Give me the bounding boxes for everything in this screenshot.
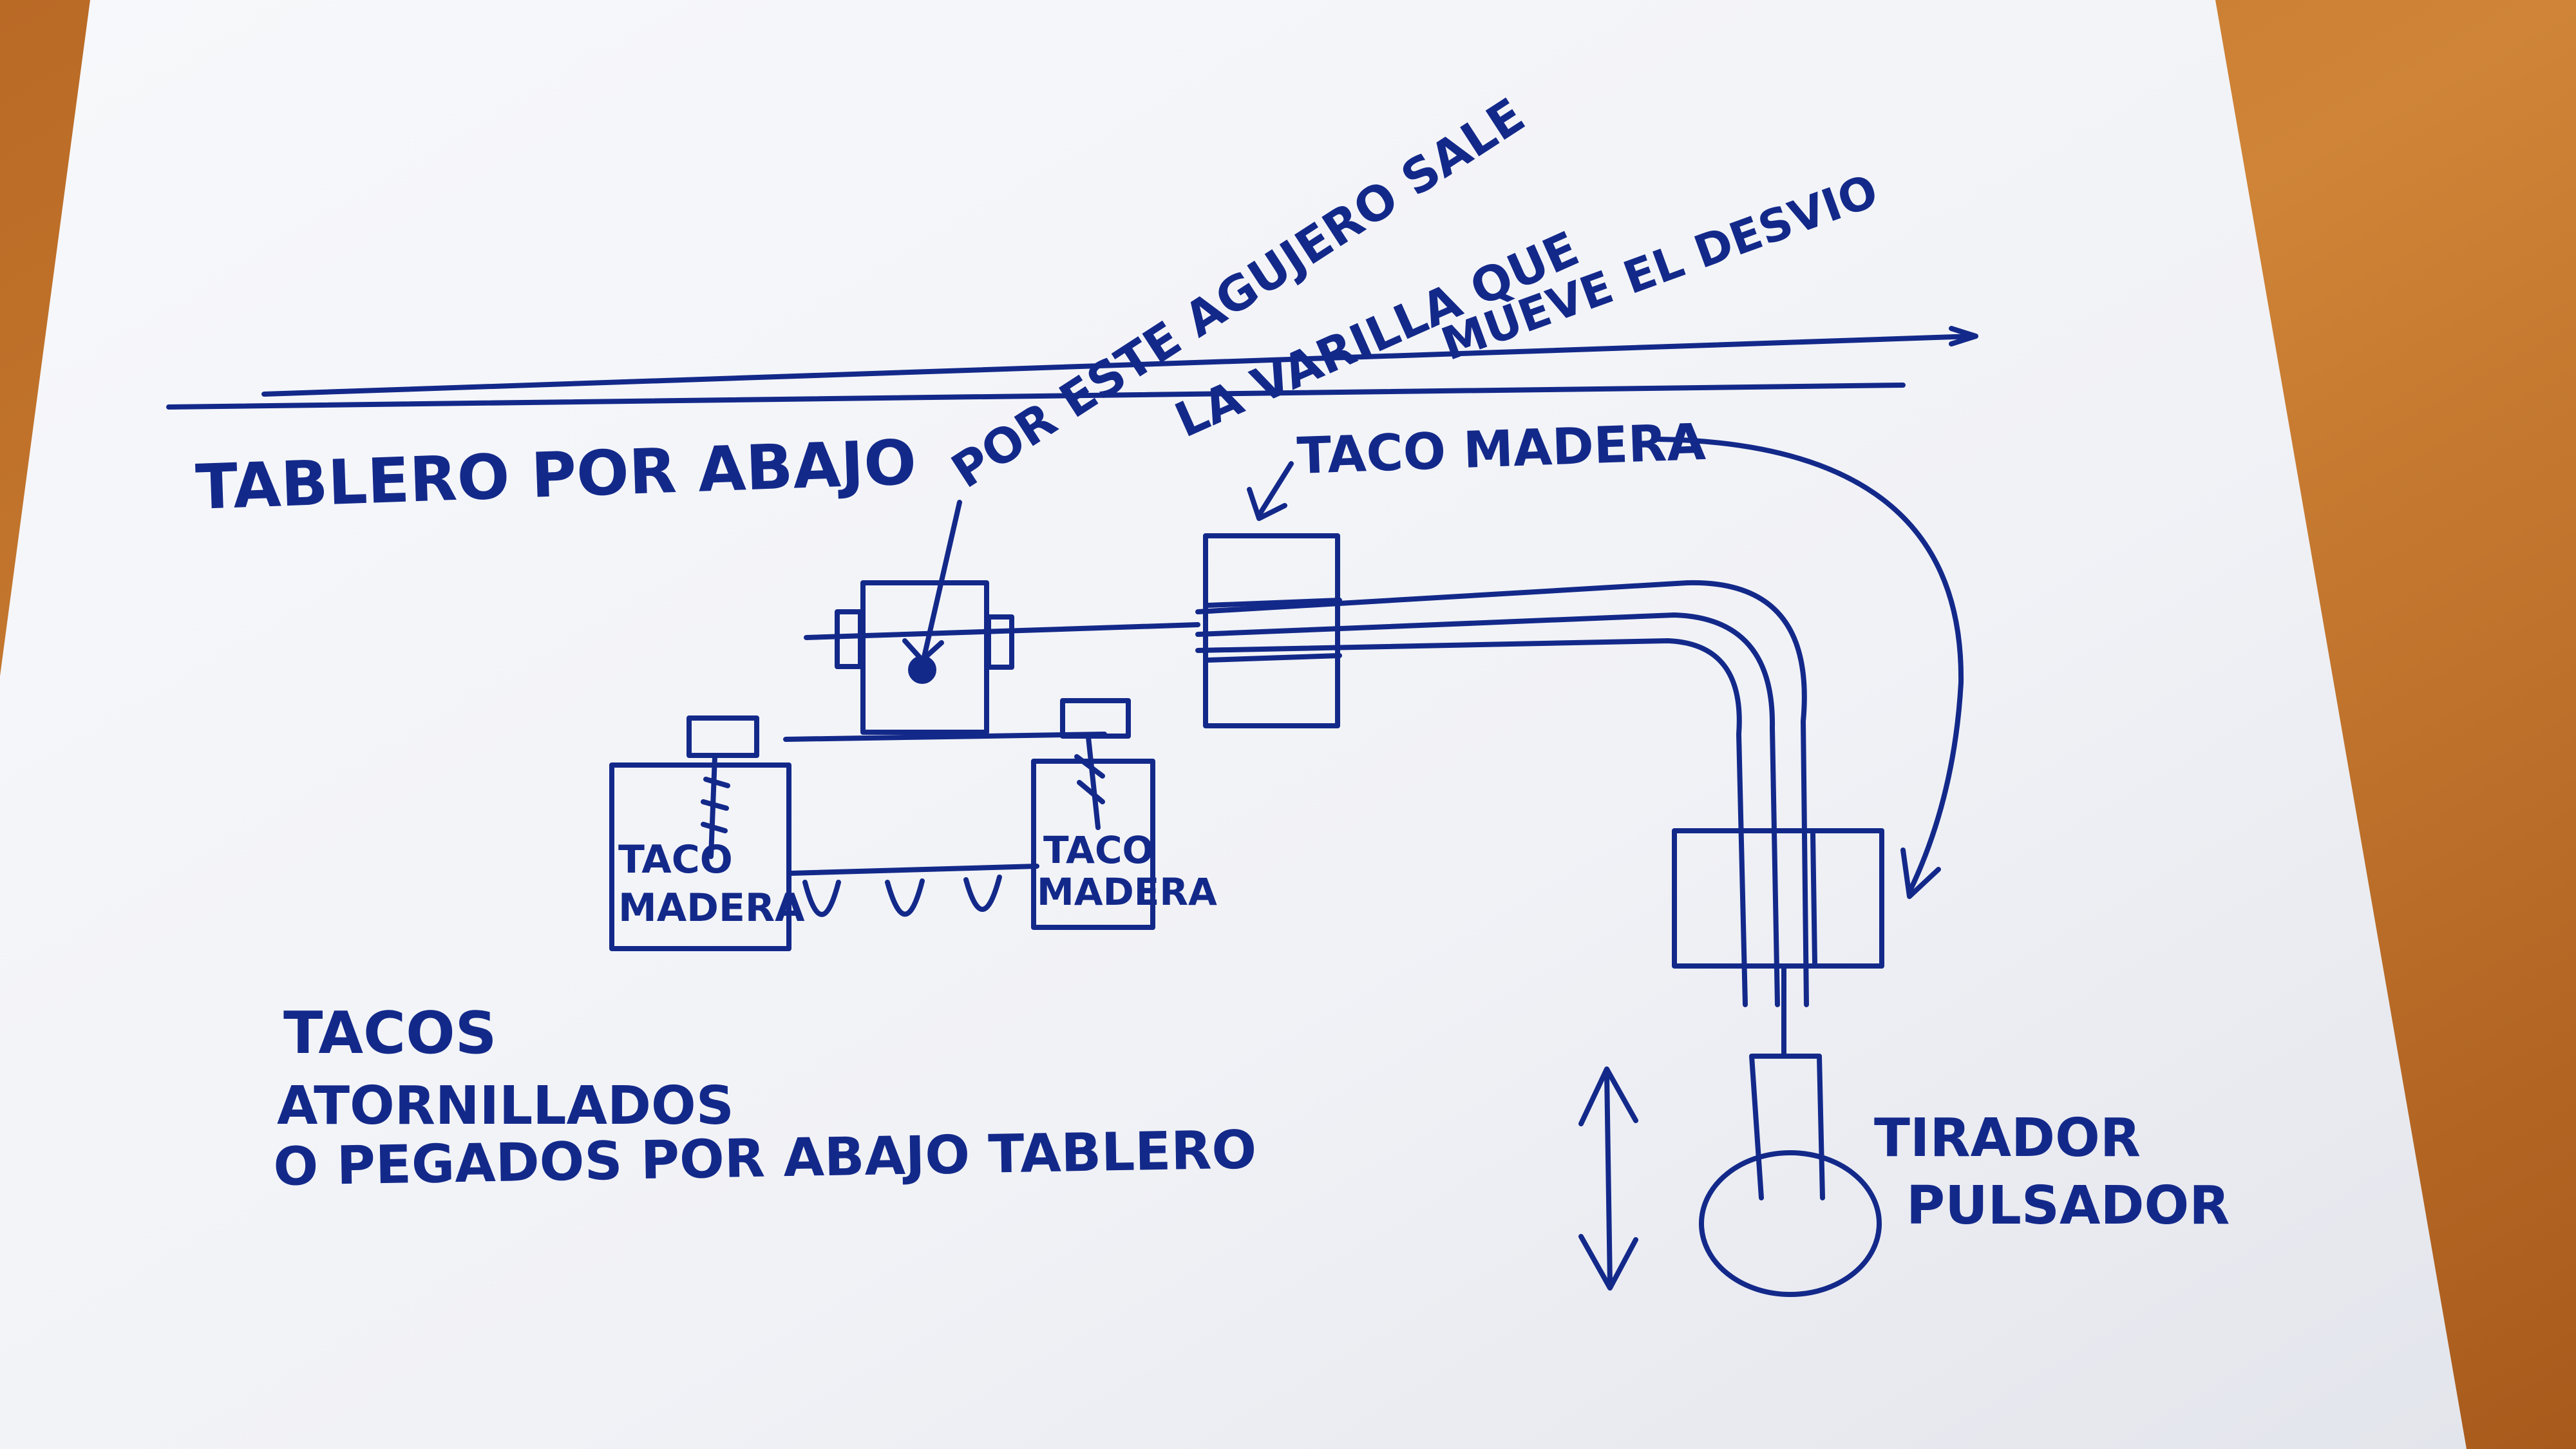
arrow-to-top-block (1256, 461, 1294, 518)
left-screw (701, 754, 730, 859)
guide-block-inner-left (1205, 598, 1342, 608)
right-screw (1074, 735, 1105, 830)
note-line-1: TACOS (283, 999, 497, 1067)
cable-rod-middle (1195, 612, 1780, 1007)
base-plate-bottom (788, 864, 1039, 876)
board-line-arrowhead (1949, 326, 1978, 346)
double-arrow-shaft (1604, 1070, 1613, 1287)
label-pulsador: PULSADOR (1906, 1175, 2230, 1236)
left-wood-block (609, 762, 791, 951)
right-screw-head (1060, 698, 1131, 739)
base-plate-top (783, 732, 1107, 742)
guide-block-inner-right (1205, 653, 1342, 663)
rod-through-block (804, 622, 1200, 640)
right-block-label-2: MADERA (1037, 870, 1217, 914)
board-line-lower (166, 383, 1906, 410)
clips (802, 875, 1002, 917)
pusher-guide-block (1672, 828, 1884, 969)
right-block-label-1: TACO (1043, 828, 1154, 872)
curved-arrow (1656, 437, 1964, 895)
right-clamp (986, 614, 1014, 670)
double-arrow-head-bottom (1578, 1234, 1638, 1291)
double-arrow-head-top (1578, 1066, 1638, 1126)
cable-rod-outer (1195, 580, 1809, 1007)
board-line-upper (261, 334, 1976, 397)
pusher-knob (1699, 1150, 1882, 1297)
arrow-to-top-block-head (1247, 487, 1287, 521)
curved-arrow-head (1900, 848, 1941, 899)
pusher-handle-stem (1749, 1054, 1825, 1200)
pusher-guide-inner (1810, 831, 1817, 965)
label-taco-madera: TACO MADERA (1296, 413, 1707, 486)
left-screw-head (687, 715, 759, 758)
left-block-label-1: TACO (618, 837, 733, 882)
left-clamp (835, 609, 863, 669)
cable-rod-inner (1195, 638, 1748, 1007)
note-line-2: ATORNILLADOS (277, 1075, 734, 1137)
label-tirador: TIRADOR (1874, 1108, 2141, 1169)
left-block-label-2: MADERA (618, 886, 805, 931)
hole (908, 656, 936, 684)
